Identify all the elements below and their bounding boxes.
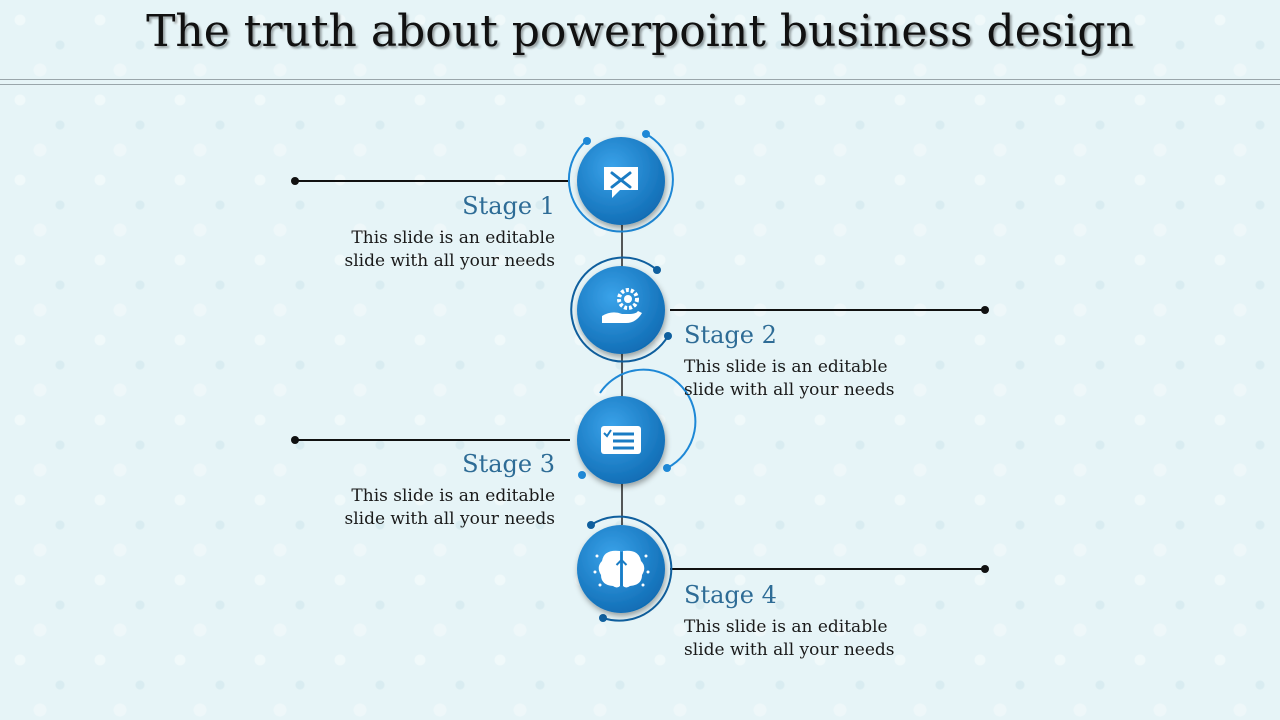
slide-title: The truth about powerpoint business desi…	[146, 6, 1134, 57]
stage-4-ring-dot-a	[587, 521, 595, 529]
stage-3-ring-dot-b	[663, 464, 671, 472]
stage-2-description-line-2: slide with all your needs	[684, 380, 895, 400]
stage-4-ring-dot-b	[599, 614, 607, 622]
stage-3-node	[291, 368, 697, 484]
stage-2-description-line-1: This slide is an editable	[684, 357, 888, 377]
stage-1-ring-dot-b	[583, 137, 591, 145]
stage-1-node	[291, 130, 674, 233]
stage-3-ring-dot-a	[578, 471, 586, 479]
stage-4-leader-dot	[981, 565, 989, 573]
stage-4-description-line-2: slide with all your needs	[684, 640, 895, 660]
stage-4-node	[577, 515, 989, 622]
stage-3-description: This slide is an editable slide with all…	[295, 485, 555, 531]
tools-chat-icon	[604, 167, 638, 198]
stage-3-ring	[599, 368, 697, 469]
stage-1-leader-dot	[291, 177, 299, 185]
stage-3-label: Stage 3	[462, 450, 555, 478]
title-divider-bottom	[0, 84, 1280, 85]
stage-1-label: Stage 1	[462, 192, 555, 220]
stage-1-description-line-2: slide with all your needs	[344, 251, 555, 271]
stage-1-ring-dot-a	[642, 130, 650, 138]
stage-2-ring-dot-b	[664, 332, 672, 340]
stage-2-description: This slide is an editable slide with all…	[684, 356, 944, 402]
stage-2-leader-dot	[981, 306, 989, 314]
stage-4-ring	[590, 515, 673, 622]
stage-4-description-line-1: This slide is an editable	[684, 617, 888, 637]
stage-1-description-line-1: This slide is an editable	[351, 228, 555, 248]
stage-2-circle	[577, 266, 665, 354]
hand-gear-icon	[602, 288, 642, 323]
stage-4-description: This slide is an editable slide with all…	[684, 616, 944, 662]
stage-1-ring	[567, 133, 674, 233]
stage-3-leader-dot	[291, 436, 299, 444]
checklist-card-icon	[601, 426, 641, 454]
stage-2-ring	[570, 256, 669, 363]
stage-1-description: This slide is an editable slide with all…	[295, 227, 555, 273]
stage-3-description-line-2: slide with all your needs	[344, 509, 555, 529]
brain-icon	[593, 550, 650, 588]
stage-3-description-line-1: This slide is an editable	[351, 486, 555, 506]
stage-2-node	[570, 256, 989, 363]
stage-2-label: Stage 2	[684, 321, 777, 349]
stage-2-ring-dot-a	[653, 266, 661, 274]
stage-4-label: Stage 4	[684, 581, 777, 609]
title-divider-top	[0, 79, 1280, 80]
